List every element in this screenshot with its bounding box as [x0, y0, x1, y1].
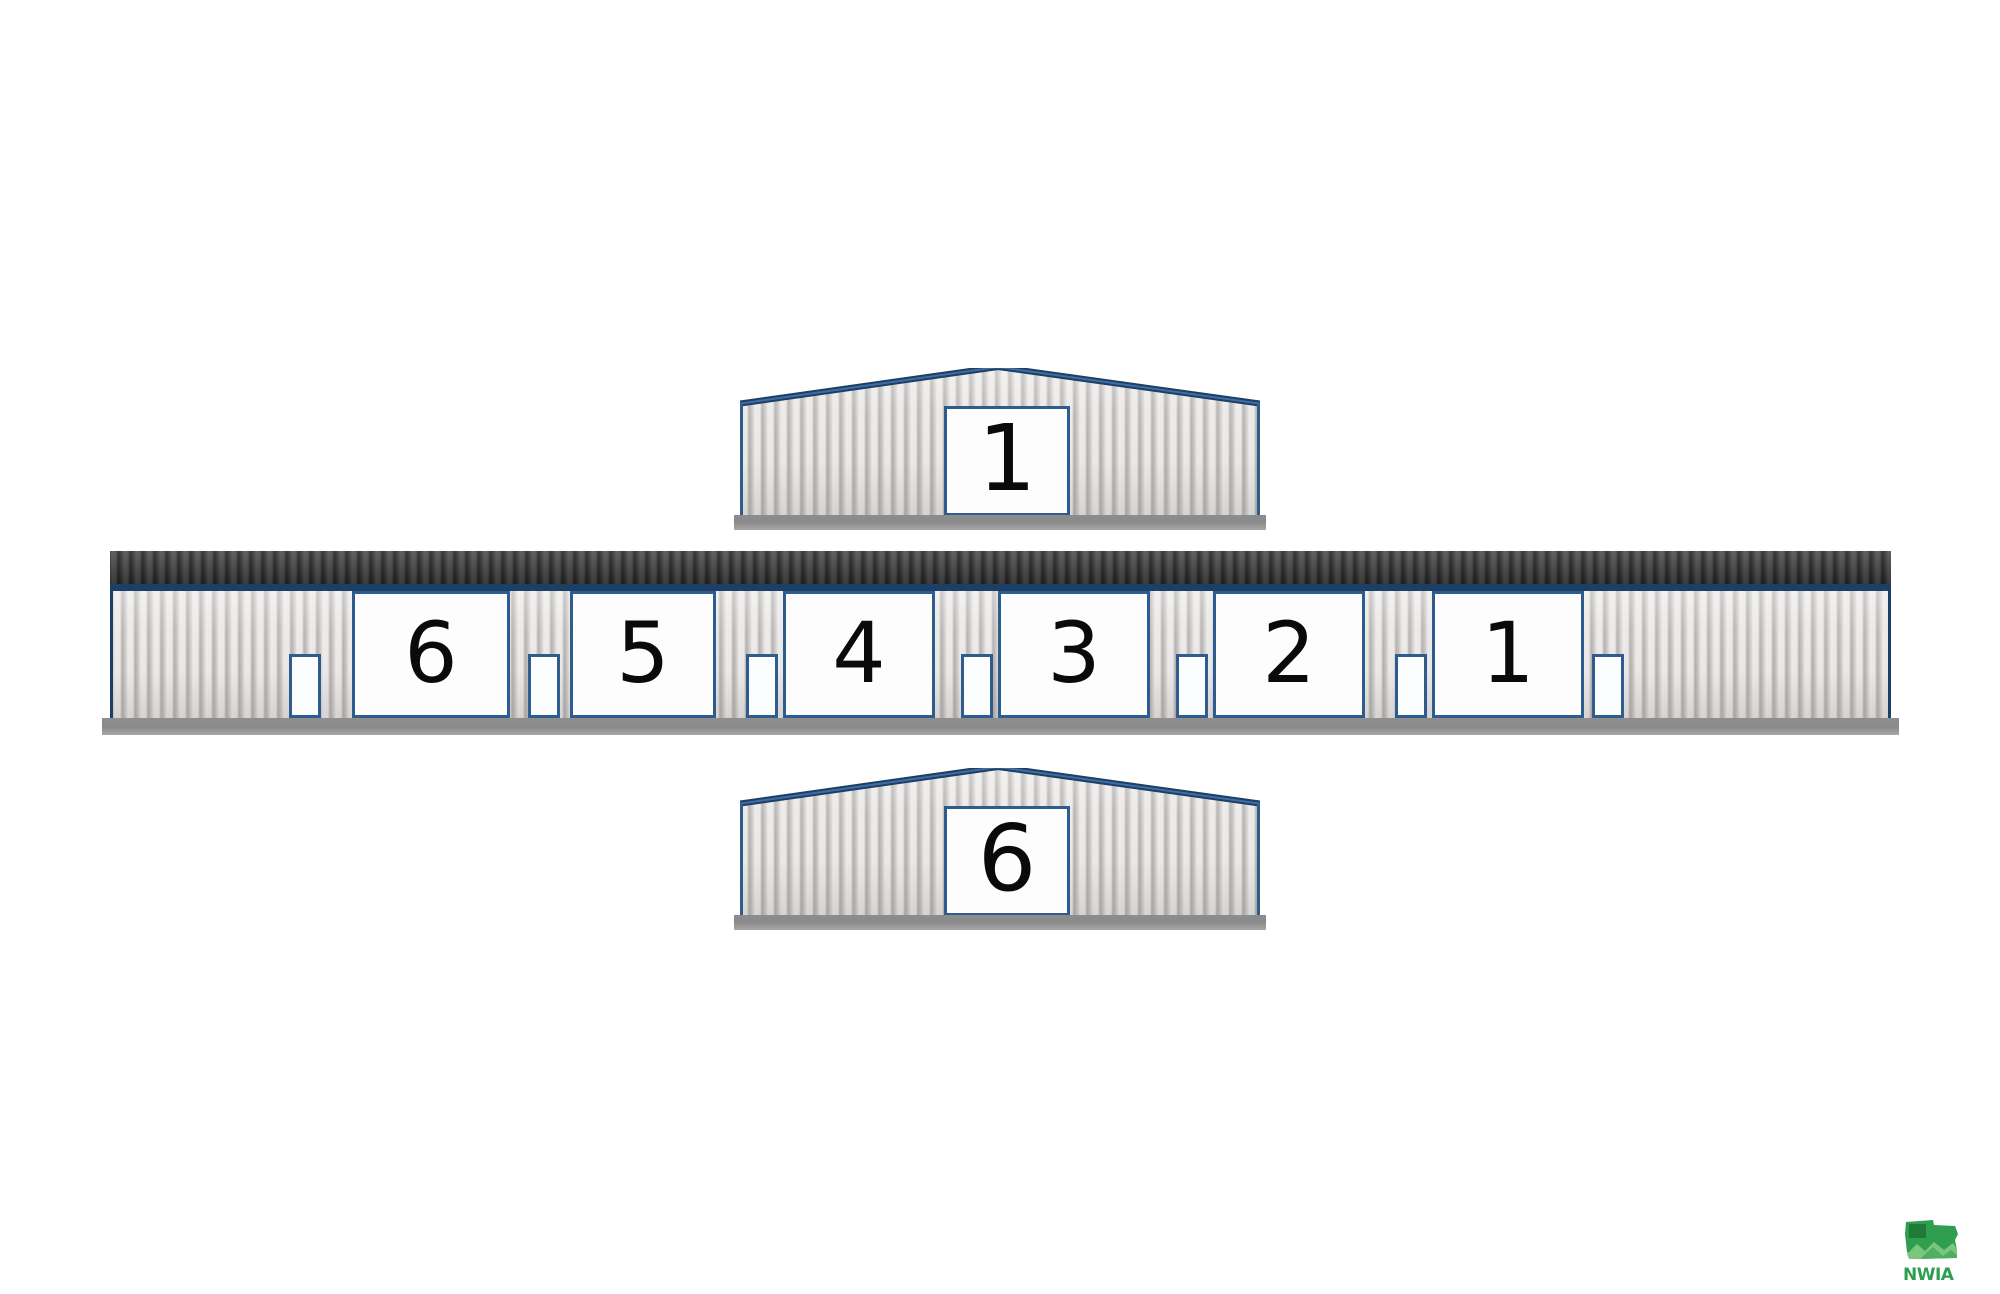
man-door[interactable] [1395, 654, 1427, 718]
overhead-door-unit-6[interactable]: 6 [352, 591, 510, 718]
main-long-building: 6 5 4 3 2 1 [102, 551, 1899, 735]
upper-gable-building: 1 [734, 368, 1266, 530]
nwia-logo: NWIA [1903, 1216, 1979, 1285]
iowa-state-outline-icon [1905, 1220, 1958, 1259]
main-roof-panel [110, 551, 1891, 584]
main-foundation [102, 718, 1899, 735]
door-number-label: 4 [832, 603, 886, 702]
man-door[interactable] [1592, 654, 1624, 718]
lower-gable-overhead-door[interactable]: 6 [944, 806, 1070, 916]
door-number-label: 6 [404, 603, 458, 702]
overhead-door-unit-3[interactable]: 3 [998, 591, 1150, 718]
man-door[interactable] [289, 654, 321, 718]
main-eave-trim [110, 584, 1891, 591]
door-number-label: 1 [977, 405, 1037, 512]
overhead-door-unit-4[interactable]: 4 [783, 591, 935, 718]
man-door[interactable] [961, 654, 993, 718]
overhead-door-unit-1[interactable]: 1 [1432, 591, 1584, 718]
door-number-label: 5 [616, 603, 670, 702]
logo-wordmark: NWIA [1903, 1265, 1954, 1285]
man-door[interactable] [746, 654, 778, 718]
lower-gable-building: 6 [734, 768, 1266, 930]
overhead-door-unit-2[interactable]: 2 [1213, 591, 1365, 718]
door-number-label: 3 [1047, 603, 1101, 702]
lower-gable-foundation [734, 915, 1266, 930]
overhead-door-unit-5[interactable]: 5 [570, 591, 716, 718]
upper-gable-foundation [734, 515, 1266, 530]
door-number-label: 2 [1262, 603, 1316, 702]
man-door[interactable] [1176, 654, 1208, 718]
upper-gable-overhead-door[interactable]: 1 [944, 406, 1070, 516]
door-number-label: 6 [977, 805, 1037, 912]
door-number-label: 1 [1481, 603, 1535, 702]
man-door[interactable] [528, 654, 560, 718]
